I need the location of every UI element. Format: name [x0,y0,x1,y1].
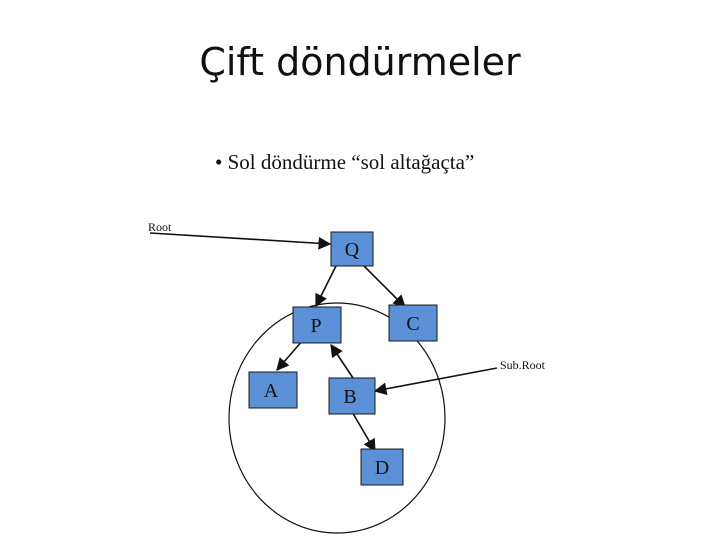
node-a-label: A [264,380,279,402]
bullet-text: • Sol döndürme “sol altağaçta” [215,150,475,174]
node-q: Q [330,231,374,267]
node-p-label: P [310,315,321,337]
node-a: A [248,371,298,409]
subroot-pointer-arrow [373,367,498,396]
node-d: D [360,448,404,486]
root-pointer-arrow [149,232,332,250]
edge-b-d [350,409,376,453]
edge-p-a [276,339,304,371]
edge-q-p [315,265,337,308]
slide-title: Çift döndürmeler [199,40,521,84]
subtree-ellipse [228,302,446,534]
node-c-label: C [406,313,419,335]
edge-b-p [330,343,354,379]
root-label: Root [148,220,172,234]
node-p: P [292,306,342,344]
node-c: C [388,304,438,342]
node-d-label: D [375,457,389,479]
node-b-label: B [343,386,356,408]
node-q-label: Q [345,239,360,261]
subroot-label: Sub.Root [500,358,546,372]
edge-q-c [363,265,406,308]
node-b: B [328,377,376,415]
